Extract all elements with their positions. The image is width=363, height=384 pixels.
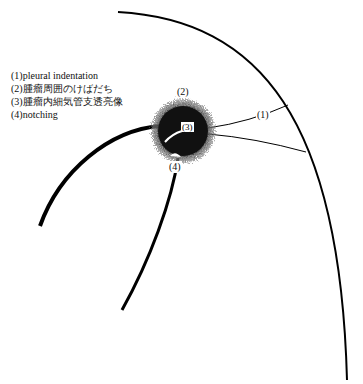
notch	[170, 153, 181, 157]
callout-number: (3)	[181, 122, 194, 132]
air-bronchogram	[165, 131, 182, 142]
indentation-line	[208, 134, 306, 152]
legend-line: (2)腫瘤周囲のけばだち	[11, 83, 113, 95]
legend-line: (3)腫瘤内細気管支透亮像	[11, 96, 123, 108]
tumor-mass	[158, 106, 208, 156]
vessel-line	[122, 158, 178, 310]
callout-number: (1)	[256, 109, 270, 121]
indentation-line	[208, 105, 288, 128]
callout-number: (4)	[168, 161, 182, 173]
legend-line: (4)notching	[11, 109, 58, 121]
legend-line: (1)pleural indentation	[11, 70, 98, 82]
pleura-line	[118, 12, 347, 380]
bronchus-line	[40, 126, 160, 226]
callout-number: (2)	[176, 86, 190, 98]
spiculation	[151, 99, 215, 163]
